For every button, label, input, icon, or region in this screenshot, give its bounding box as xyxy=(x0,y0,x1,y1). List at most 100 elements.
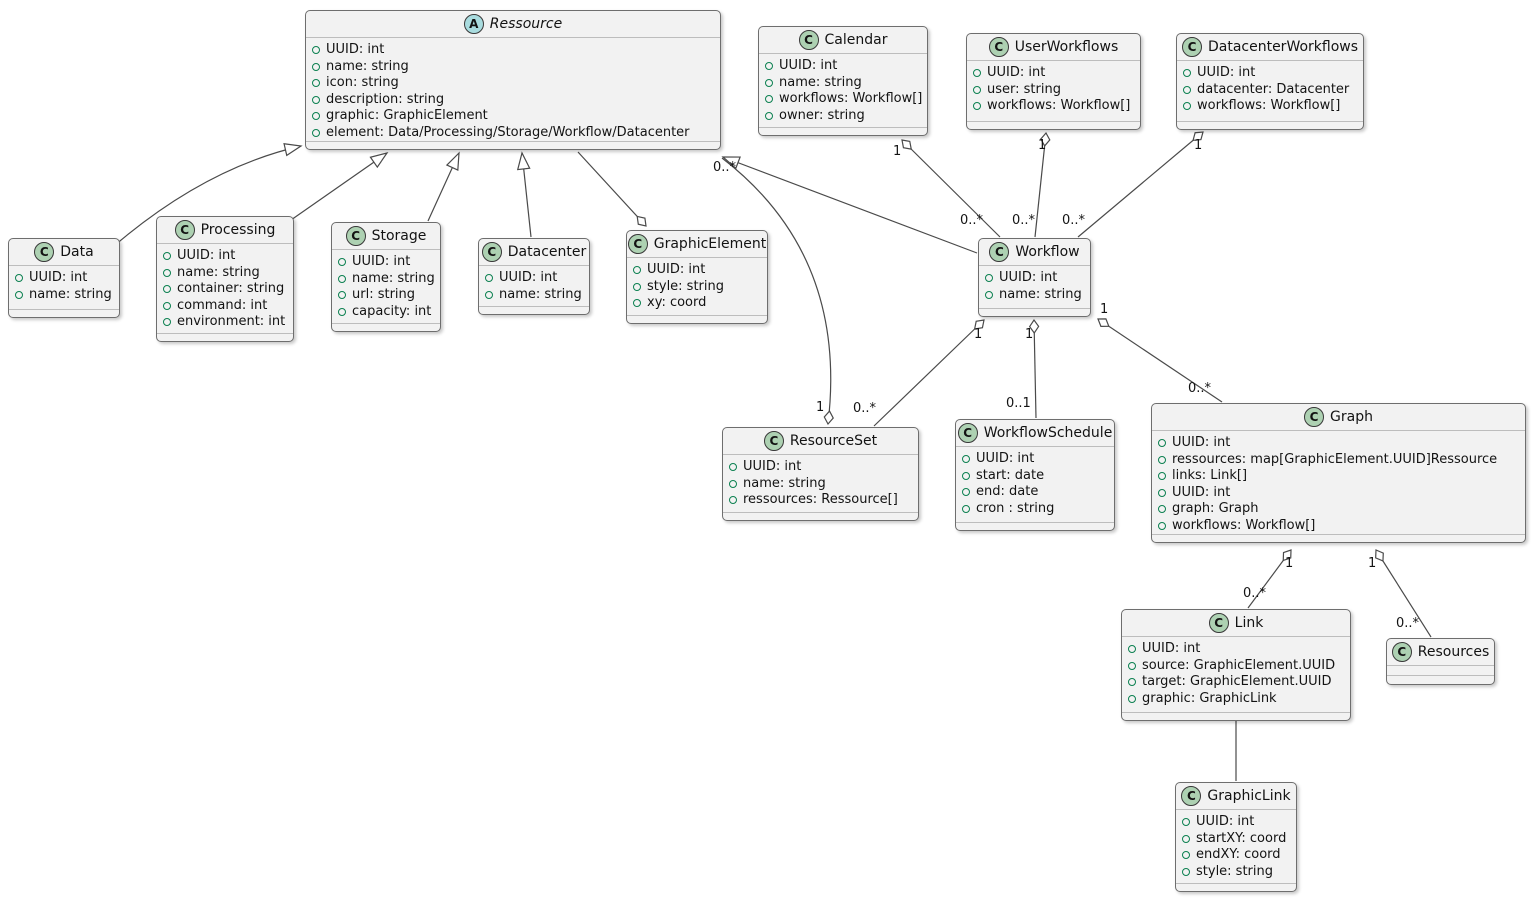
edge-datacenter-extends-ressource xyxy=(516,151,532,238)
multiplicity-label: 0..* xyxy=(1012,213,1036,228)
field-visibility-icon xyxy=(765,62,773,71)
attribute-row: UUID: int xyxy=(163,248,285,265)
field-visibility-icon xyxy=(338,258,346,267)
field-visibility-icon xyxy=(1158,439,1166,448)
attribute-row: UUID: int xyxy=(1158,485,1517,502)
attribute-row: name: string xyxy=(765,75,919,92)
class-name: DatacenterWorkflows xyxy=(1207,39,1359,55)
attribute-row: target: GraphicElement.UUID xyxy=(1128,674,1342,691)
class-workflowschedule: C WorkflowSchedule UUID: int start: date… xyxy=(955,419,1115,531)
class-calendar-attributes: UUID: int name: string workflows: Workfl… xyxy=(759,54,927,127)
class-icon: C xyxy=(481,242,502,262)
class-data-attributes: UUID: int name: string xyxy=(9,266,119,309)
field-visibility-icon xyxy=(973,69,981,78)
field-visibility-icon xyxy=(962,471,970,480)
field-visibility-icon xyxy=(633,266,641,275)
attribute-row: UUID: int xyxy=(1183,65,1355,82)
multiplicity-label: 1 xyxy=(1038,138,1047,153)
field-visibility-icon xyxy=(338,307,346,316)
class-userworkflows-attributes: UUID: int user: string workflows: Workfl… xyxy=(967,61,1140,121)
field-visibility-icon xyxy=(962,455,970,464)
multiplicity-label: 0..* xyxy=(853,401,877,416)
attribute-row: graphic: GraphicElement xyxy=(312,108,712,125)
class-name: ResourceSet xyxy=(789,433,878,449)
edge-workflow-resourceset-aggregation xyxy=(873,320,984,427)
class-processing: C Processing UUID: int name: string cont… xyxy=(156,216,294,342)
methods-compartment xyxy=(979,308,1090,316)
attribute-row: UUID: int xyxy=(962,451,1106,468)
class-datacenterworkflows-header: C DatacenterWorkflows xyxy=(1177,34,1363,61)
class-userworkflows: C UserWorkflows UUID: int user: string w… xyxy=(966,33,1141,130)
class-name: UserWorkflows xyxy=(1014,39,1119,55)
field-visibility-icon xyxy=(163,318,171,327)
multiplicity-label: 0..* xyxy=(1243,586,1267,601)
class-icon: C xyxy=(627,234,648,254)
attribute-row: UUID: int xyxy=(15,270,111,287)
attribute-row: name: string xyxy=(163,265,285,282)
class-workflowschedule-attributes: UUID: int start: date end: date cron : s… xyxy=(956,447,1114,522)
class-workflow-header: C Workflow xyxy=(979,239,1090,266)
methods-compartment xyxy=(967,121,1140,129)
multiplicity-label: 0..* xyxy=(1396,616,1420,631)
class-icon: C xyxy=(1208,613,1229,633)
abstract-class-icon: A xyxy=(463,14,484,34)
field-visibility-icon xyxy=(1182,834,1190,843)
field-visibility-icon xyxy=(1158,521,1166,530)
methods-compartment xyxy=(1177,121,1363,129)
class-datacenter-attributes: UUID: int name: string xyxy=(479,266,589,306)
multiplicity-label: 1 xyxy=(1285,556,1294,571)
field-visibility-icon xyxy=(1182,867,1190,876)
multiplicity-label: 1 xyxy=(1100,302,1109,317)
attribute-row: UUID: int xyxy=(312,42,712,59)
attribute-row: ressources: map[GraphicElement.UUID]Ress… xyxy=(1158,452,1517,469)
multiplicity-label: 1 xyxy=(816,400,825,415)
field-visibility-icon xyxy=(1183,102,1191,111)
multiplicity-label: 0..* xyxy=(713,160,737,175)
attribute-row: url: string xyxy=(338,287,432,304)
attribute-row: user: string xyxy=(973,82,1132,99)
field-visibility-icon xyxy=(729,496,737,505)
attribute-row: xy: coord xyxy=(633,295,759,312)
field-visibility-icon xyxy=(1183,69,1191,78)
field-visibility-icon xyxy=(312,95,320,104)
class-name: Datacenter xyxy=(507,244,587,260)
class-graphiclink-header: C GraphicLink xyxy=(1176,783,1296,810)
methods-compartment xyxy=(306,141,720,149)
edge-graph-link-aggregation xyxy=(1247,550,1291,609)
edge-workflow-graph-aggregation xyxy=(1098,319,1223,403)
attribute-row: UUID: int xyxy=(485,270,581,287)
class-icon: C xyxy=(1181,37,1202,57)
class-name: Calendar xyxy=(824,32,888,48)
class-name: WorkflowSchedule xyxy=(983,425,1113,441)
field-visibility-icon xyxy=(1128,661,1136,670)
attribute-row: ressources: Ressource[] xyxy=(729,492,910,509)
class-icon: C xyxy=(1181,786,1202,806)
class-link-attributes: UUID: int source: GraphicElement.UUID ta… xyxy=(1122,637,1350,712)
field-visibility-icon xyxy=(765,95,773,104)
class-datacenterworkflows-attributes: UUID: int datacenter: Datacenter workflo… xyxy=(1177,61,1363,121)
multiplicity-label: 1 xyxy=(1368,556,1377,571)
class-name: Ressource xyxy=(489,16,563,32)
class-link: C Link UUID: int source: GraphicElement.… xyxy=(1121,609,1351,721)
field-visibility-icon xyxy=(312,112,320,121)
field-visibility-icon xyxy=(1158,472,1166,481)
class-workflow: C Workflow UUID: int name: string xyxy=(978,238,1091,317)
class-datacenter: C Datacenter UUID: int name: string xyxy=(478,238,590,315)
methods-compartment xyxy=(1387,675,1494,683)
multiplicity-label: 0..1 xyxy=(1006,396,1031,411)
class-icon: C xyxy=(989,242,1010,262)
methods-compartment xyxy=(1122,712,1350,720)
attribute-row: workflows: Workflow[] xyxy=(1158,518,1517,535)
class-icon: C xyxy=(957,423,978,443)
class-icon: C xyxy=(798,30,819,50)
attribute-row: style: string xyxy=(633,279,759,296)
edge-data-extends-ressource xyxy=(113,143,303,247)
attribute-row: links: Link[] xyxy=(1158,468,1517,485)
class-resources-attributes xyxy=(1387,666,1494,675)
class-graphiclink: C GraphicLink UUID: int startXY: coord e… xyxy=(1175,782,1297,892)
class-processing-attributes: UUID: int name: string container: string… xyxy=(157,244,293,333)
class-icon: C xyxy=(763,431,784,451)
class-icon: C xyxy=(1391,642,1412,662)
methods-compartment xyxy=(157,333,293,341)
